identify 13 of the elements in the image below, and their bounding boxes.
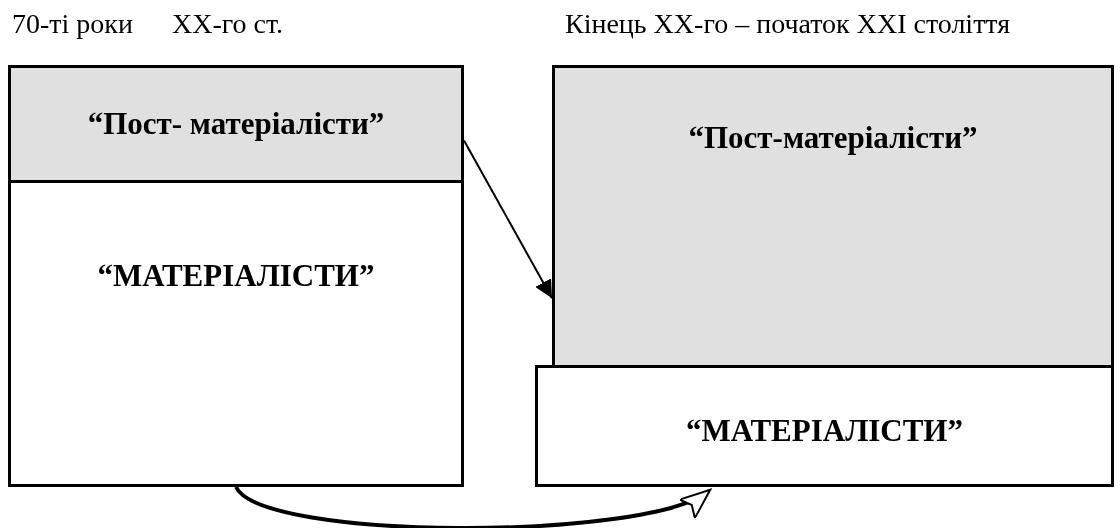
- shaded-box: [552, 65, 1114, 368]
- arrow: [234, 485, 712, 528]
- box-heading: “Пост-матеріалісти”: [688, 120, 978, 156]
- period-label: Кінець XX-го – початок XXI століття: [565, 8, 1011, 40]
- group-box: [8, 180, 464, 487]
- arrow: [463, 139, 553, 300]
- group-box: [535, 365, 1114, 487]
- box-heading: “Пост- матеріалісти”: [87, 106, 385, 142]
- period-label: XX-го ст.: [172, 8, 284, 40]
- period-label: 70-ті роки: [12, 8, 133, 40]
- shaded-box: [8, 65, 464, 183]
- box-heading: “МАТЕРІАЛІСТИ”: [686, 413, 963, 449]
- box-heading: “МАТЕРІАЛІСТИ”: [97, 258, 375, 294]
